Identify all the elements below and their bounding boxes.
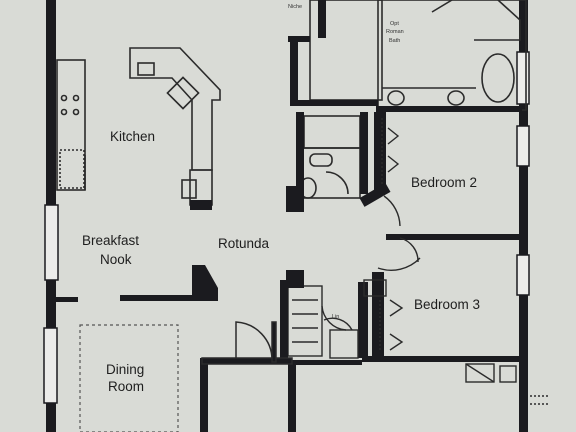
kitchen-label: Kitchen bbox=[110, 129, 155, 144]
hall-bath-walls bbox=[286, 112, 368, 212]
roman-bath-label-line3: Bath bbox=[389, 38, 400, 44]
bedroom-3-label: Bedroom 3 bbox=[414, 297, 480, 312]
breakfast-nook-label-line1: Breakfast bbox=[82, 233, 139, 248]
dining-room-label-line1: Dining bbox=[106, 362, 144, 377]
dining-room-outline bbox=[79, 324, 179, 432]
kitchen-partition bbox=[190, 200, 212, 210]
bottom-door bbox=[201, 321, 293, 365]
nook-wall bbox=[56, 265, 218, 302]
rotunda-label: Rotunda bbox=[218, 236, 270, 251]
bedroom-3-walls bbox=[358, 272, 522, 362]
breakfast-nook-label-line2: Nook bbox=[100, 252, 132, 267]
roman-bath-label-line1: Opt bbox=[390, 21, 399, 27]
niche-label: Niche bbox=[288, 4, 302, 10]
bedroom-2-walls bbox=[359, 112, 522, 240]
linen-label: Lin bbox=[332, 314, 339, 320]
kitchen-counters bbox=[56, 47, 221, 206]
roman-bath-label-line2: Roman bbox=[386, 29, 404, 35]
master-walls bbox=[288, 0, 522, 112]
dining-room-label-line2: Room bbox=[108, 379, 144, 394]
bedroom-3-closet bbox=[363, 257, 421, 352]
bedroom-2-label: Bedroom 2 bbox=[411, 175, 477, 190]
left-windows bbox=[43, 204, 59, 404]
bedroom-2-closet bbox=[381, 118, 419, 263]
bottom-right-fixtures bbox=[465, 363, 550, 405]
linen-walls bbox=[280, 270, 362, 365]
linen-closet bbox=[287, 285, 359, 359]
